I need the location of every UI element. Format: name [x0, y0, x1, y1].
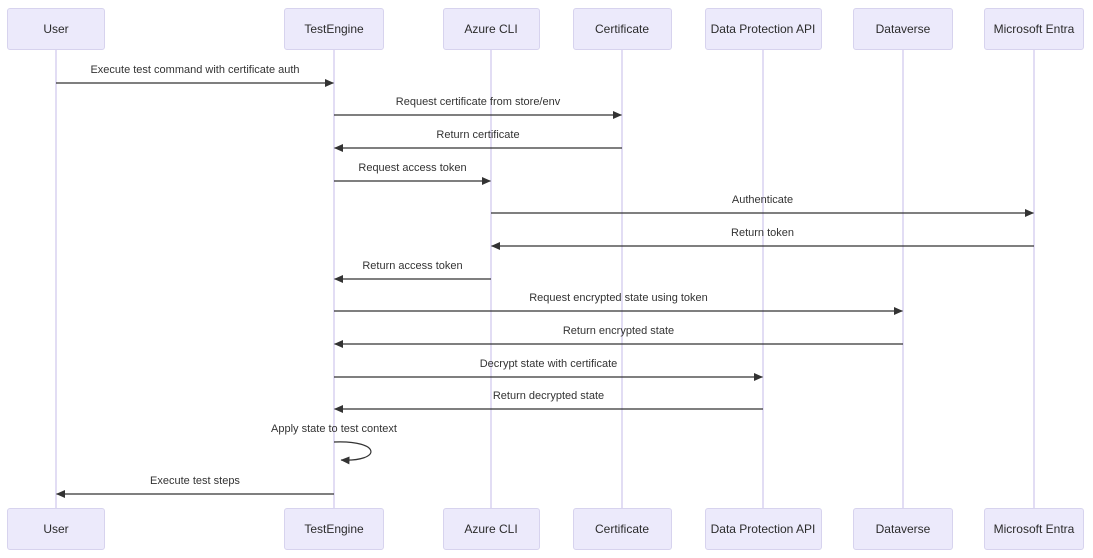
actor-box-top-dataverse: Dataverse [853, 8, 953, 50]
message-label-9: Decrypt state with certificate [479, 358, 618, 370]
actor-box-bottom-dataverse: Dataverse [853, 508, 953, 550]
actor-box-bottom-certificate: Certificate [572, 508, 672, 550]
actor-box-top-certificate: Certificate [572, 8, 672, 50]
actor-box-top-data-protection-api: Data Protection API [704, 8, 822, 50]
actor-label: Azure CLI [464, 522, 518, 536]
message-label-11: Apply state to test context [271, 423, 397, 435]
message-label-5: Return token [731, 227, 794, 239]
actor-box-bottom-data-protection-api: Data Protection API [704, 508, 822, 550]
actor-box-bottom-microsoft-entra: Microsoft Entra [984, 508, 1084, 550]
actor-label: Dataverse [875, 22, 931, 36]
actor-box-top-azure-cli: Azure CLI [442, 8, 540, 50]
actor-label: Data Protection API [710, 22, 816, 36]
actor-label: Azure CLI [464, 22, 518, 36]
message-label-3: Request access token [358, 162, 467, 174]
actor-label: User [43, 522, 69, 536]
actor-label: TestEngine [304, 522, 364, 536]
message-self-loop-11 [333, 441, 372, 465]
message-label-0: Execute test command with certificate au… [90, 64, 300, 76]
message-label-1: Request certificate from store/env [395, 96, 561, 108]
actor-box-top-user: User [7, 8, 105, 50]
actor-label: Certificate [594, 22, 650, 36]
actor-box-top-microsoft-entra: Microsoft Entra [984, 8, 1084, 50]
actor-box-bottom-azure-cli: Azure CLI [442, 508, 540, 550]
message-label-10: Return decrypted state [492, 390, 605, 402]
message-label-12: Execute test steps [150, 475, 240, 487]
message-label-7: Request encrypted state using token [529, 292, 708, 304]
actor-label: User [43, 22, 69, 36]
actor-label: Data Protection API [710, 522, 816, 536]
actor-label: TestEngine [304, 22, 364, 36]
actor-box-top-testengine: TestEngine [284, 8, 384, 50]
actor-label: Microsoft Entra [993, 22, 1075, 36]
message-label-2: Return certificate [436, 129, 520, 141]
actor-label: Dataverse [875, 522, 931, 536]
actor-box-bottom-testengine: TestEngine [284, 508, 384, 550]
actor-label: Certificate [594, 522, 650, 536]
message-label-6: Return access token [362, 260, 463, 272]
message-label-4: Authenticate [731, 194, 794, 206]
actor-label: Microsoft Entra [993, 522, 1075, 536]
actor-box-bottom-user: User [7, 508, 105, 550]
message-label-8: Return encrypted state [562, 325, 675, 337]
